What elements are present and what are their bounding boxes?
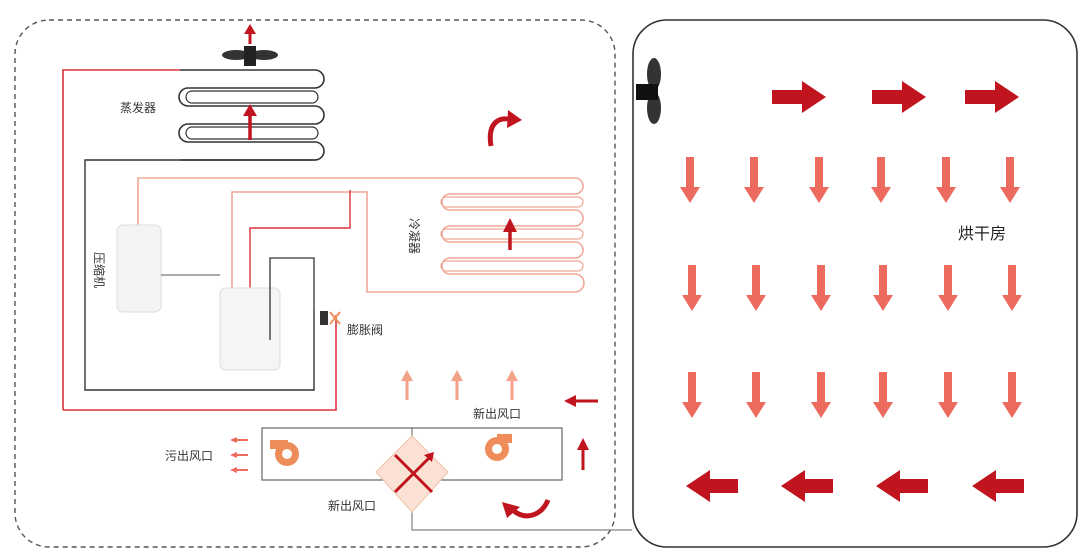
compressor-label: 压缩机	[92, 252, 107, 288]
drying-room-bottom-arrows	[686, 470, 1024, 502]
drying-room-top-arrows	[772, 81, 1019, 113]
drying-room-fan-icon	[636, 58, 661, 124]
evaporator-coil	[178, 69, 325, 161]
curved-arrow-icon	[487, 110, 522, 147]
fresh-air-up-arrows	[401, 370, 518, 400]
heat-pump-unit-frame	[14, 19, 616, 548]
refrigerant-line-dark	[84, 159, 315, 391]
refrigerant-line-pink	[137, 177, 575, 225]
refrigerant-line-red-inner	[249, 190, 351, 290]
svg-text:冷凝器: 冷凝器	[407, 218, 422, 254]
condenser-airflow-arrow-head	[503, 218, 517, 232]
fresh-outlet-bottom-label: 新出风口	[328, 498, 376, 513]
exchanger-bottom-duct	[411, 512, 632, 531]
cross-exchanger-icon	[375, 435, 449, 513]
svg-text:压缩机: 压缩机	[92, 252, 107, 288]
drying-room-down-arrows	[680, 157, 1022, 418]
drying-room-label: 烘干房	[958, 224, 1006, 243]
fresh-outlet-top-label: 新出风口	[473, 406, 521, 421]
separator-tank	[219, 287, 281, 371]
evaporator-airflow-arrow-head	[243, 104, 257, 116]
refrigerant-line-red	[62, 69, 180, 410]
return-air-left-arrow	[564, 395, 598, 407]
blower-icon	[270, 440, 299, 466]
exhaust-arrows	[230, 437, 248, 473]
curved-arrow-bottom-icon	[502, 498, 551, 519]
condenser-coil-inner	[440, 196, 584, 272]
evaporator-coil-inner	[185, 90, 319, 140]
compressor-body	[116, 224, 162, 313]
exhaust-outlet-label: 污出风口	[165, 449, 213, 463]
expansion-valve-label: 膨胀阀	[347, 323, 383, 337]
evaporator-label: 蒸发器	[120, 100, 156, 115]
return-air-up-arrow	[577, 438, 589, 470]
fan-icon	[222, 46, 278, 66]
condenser-coil	[231, 177, 585, 360]
blower-icon-right	[485, 434, 512, 461]
refrigerant-line-red-bottom	[63, 315, 337, 411]
tank-dark-line	[269, 257, 315, 340]
expansion-valve-icon	[320, 311, 341, 325]
condenser-label: 冷凝器	[407, 218, 422, 254]
drying-room-frame	[632, 19, 1078, 548]
fan-up-arrow-icon	[244, 24, 256, 44]
